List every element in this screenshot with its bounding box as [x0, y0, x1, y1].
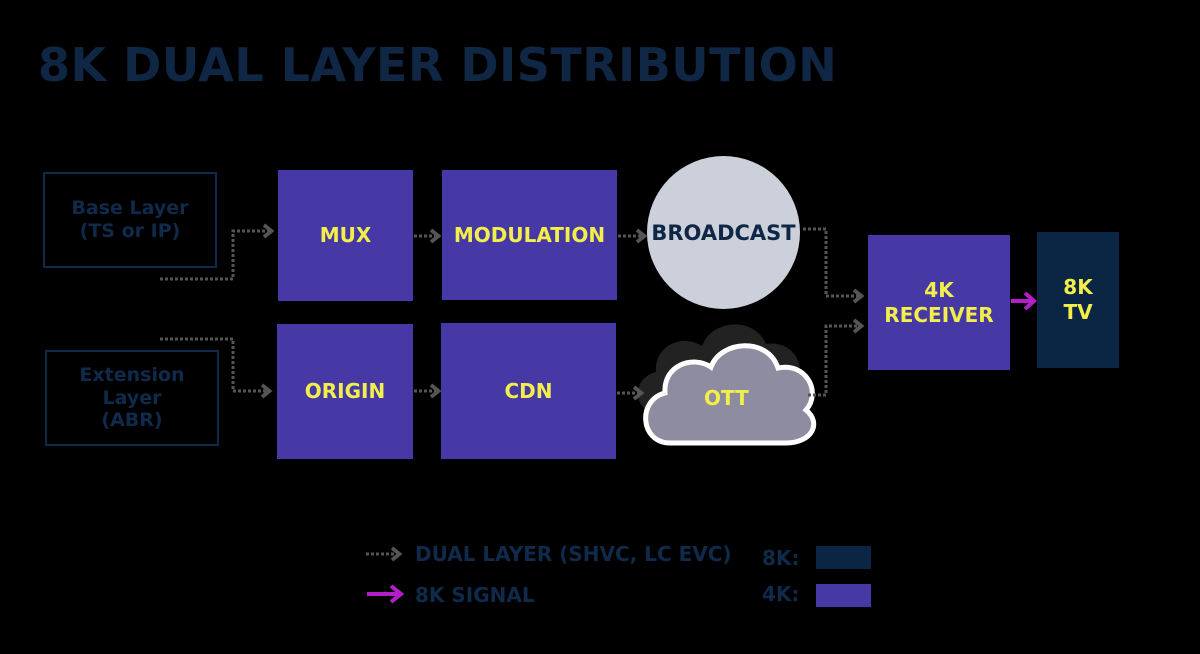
connector-broadcast-receiver — [803, 227, 865, 304]
connector-ott-receiver — [808, 318, 865, 397]
mux-label: MUX — [319, 223, 372, 247]
base-layer-line2: (TS or IP) — [79, 220, 181, 242]
page-title: 8K DUAL LAYER DISTRIBUTION — [38, 38, 838, 92]
legend-4k-swatch — [816, 584, 871, 607]
base-layer-line1: Base Layer — [71, 197, 189, 220]
broadcast-label: BROADCAST — [651, 220, 796, 245]
origin-box: ORIGIN — [277, 324, 413, 459]
ott-label: OTT — [704, 386, 749, 410]
tv-box: 8K TV — [1037, 232, 1119, 368]
extension-layer-line1: Extension — [79, 363, 185, 386]
legend-8k-swatch — [816, 546, 871, 569]
extension-layer-line3: (ABR) — [101, 409, 163, 432]
legend-signal-arrow-icon — [367, 584, 405, 604]
cdn-box: CDN — [441, 323, 616, 459]
connector-ext-origin — [160, 337, 273, 399]
legend-signal: 8K SIGNAL — [415, 583, 535, 607]
tv-line1: 8K — [1063, 275, 1093, 299]
receiver-line1: 4K — [924, 277, 954, 302]
legend-dual-layer: DUAL LAYER (SHVC, LC EVC) — [415, 542, 732, 566]
broadcast-circle: BROADCAST — [647, 156, 800, 309]
extension-layer-line2: Layer — [102, 386, 162, 409]
ott-cloud-icon — [643, 343, 817, 446]
origin-label: ORIGIN — [304, 379, 386, 403]
connector-base-mux — [160, 223, 275, 281]
tv-line2: TV — [1063, 300, 1093, 324]
signal-arrow-receiver-tv — [1011, 291, 1038, 311]
modulation-box: MODULATION — [442, 170, 617, 300]
mux-box: MUX — [278, 170, 413, 301]
receiver-box: 4K RECEIVER — [868, 235, 1010, 370]
receiver-line2: RECEIVER — [884, 302, 994, 327]
legend-4k-label: 4K: — [762, 582, 800, 606]
extension-layer-box: Extension Layer (ABR) — [45, 350, 219, 446]
cdn-label: CDN — [504, 378, 553, 403]
legend-8k-label: 8K: — [762, 546, 800, 570]
modulation-label: MODULATION — [453, 222, 606, 247]
base-layer-box: Base Layer (TS or IP) — [43, 172, 217, 268]
